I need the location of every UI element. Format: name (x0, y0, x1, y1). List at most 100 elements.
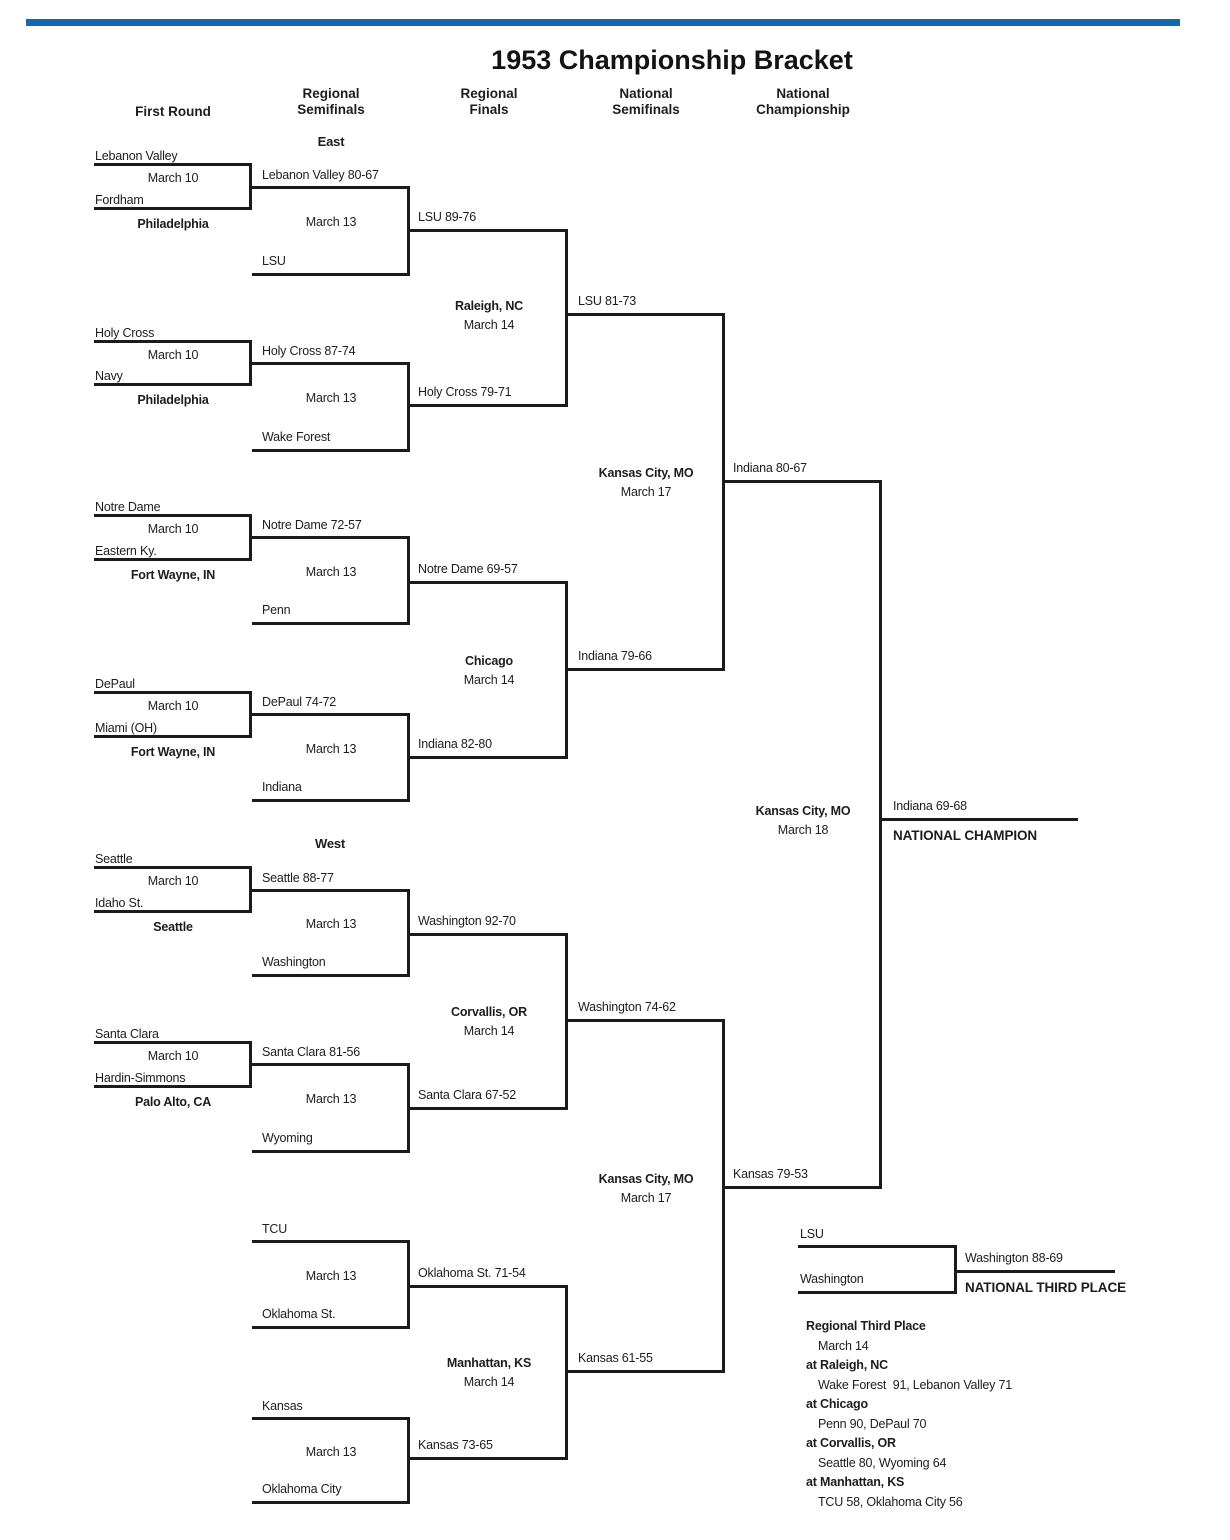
bracket-vline (954, 1245, 957, 1294)
column-header-regional-semifinals: Regional Semifinals (297, 86, 365, 118)
winner-line (568, 1370, 725, 1373)
game-date: March 14 (463, 673, 515, 687)
game-date: March 18 (777, 823, 829, 837)
bracket-hline (94, 558, 252, 561)
winner-line (410, 581, 568, 584)
bracket-hline (94, 910, 252, 913)
bracket-vline (407, 536, 410, 625)
team-label: Lebanon Valley (95, 149, 178, 163)
game-date: March 10 (147, 1049, 199, 1063)
top-blue-bar (26, 19, 1180, 26)
bracket-vline (407, 1240, 410, 1329)
game-date: March 13 (305, 1092, 357, 1106)
game-site: Seattle (153, 920, 193, 934)
game-date: March 10 (147, 171, 199, 185)
bracket-vline (565, 1285, 568, 1460)
winner-label: Indiana 82-80 (418, 737, 492, 751)
bracket-vline (407, 1417, 410, 1504)
team-label: Notre Dame (95, 500, 161, 514)
bracket-hline (94, 691, 252, 694)
winner-line (957, 1270, 1115, 1273)
team-label: Wake Forest (262, 430, 331, 444)
team-label: Wyoming (262, 1131, 313, 1145)
team-label: TCU (262, 1222, 288, 1236)
game-date: March 10 (147, 699, 199, 713)
team-label: Seattle (95, 852, 133, 866)
game-date: March 17 (620, 1191, 672, 1205)
game-site: Chicago (465, 654, 513, 668)
regional-third-place-site: at Raleigh, NC (806, 1358, 888, 1372)
bracket-hline (94, 207, 252, 210)
team-label: Holy Cross (95, 326, 155, 340)
game-date: March 13 (305, 1269, 357, 1283)
winner-line (410, 756, 568, 759)
winner-line (410, 1107, 568, 1110)
game-date: March 10 (147, 874, 199, 888)
winner-label: Washington 92-70 (418, 914, 516, 928)
game-date: March 10 (147, 348, 199, 362)
regional-third-place-result: TCU 58, Oklahoma City 56 (818, 1495, 963, 1509)
bracket-hline (252, 622, 410, 625)
bracket-vline (249, 514, 252, 561)
game-site: Fort Wayne, IN (130, 745, 216, 759)
winner-label: Kansas 79-53 (733, 1167, 808, 1181)
team-label: Indiana (262, 780, 302, 794)
national-third-place-caption: NATIONAL THIRD PLACE (965, 1280, 1126, 1295)
bracket-hline (94, 340, 252, 343)
game-date: March 13 (305, 215, 357, 229)
bracket-vline (407, 889, 410, 977)
bracket-hline (252, 1417, 410, 1420)
bracket-hline (252, 1501, 410, 1504)
game-date: March 14 (463, 1375, 515, 1389)
game-date: March 14 (463, 1024, 515, 1038)
bracket-hline (798, 1291, 957, 1294)
winner-line (568, 668, 725, 671)
bracket-hline (252, 536, 410, 539)
game-site: Philadelphia (137, 217, 209, 231)
bracket-hline (252, 273, 410, 276)
bracket-hline (94, 735, 252, 738)
bracket-hline (94, 514, 252, 517)
game-site: Fort Wayne, IN (130, 568, 216, 582)
team-label: Fordham (95, 193, 144, 207)
game-site: Kansas City, MO (598, 1172, 694, 1186)
bracket-hline (252, 799, 410, 802)
bracket-vline (565, 581, 568, 759)
team-label: Oklahoma City (262, 1482, 342, 1496)
winner-line (568, 313, 725, 316)
bracket-vline (407, 713, 410, 802)
bracket-hline (94, 383, 252, 386)
team-label: LSU (262, 254, 286, 268)
bracket-vline (722, 1019, 725, 1373)
bracket-vline (565, 229, 568, 407)
regional-third-place-site: at Chicago (806, 1397, 868, 1411)
winner-line (725, 1186, 882, 1189)
game-site: Kansas City, MO (755, 804, 851, 818)
team-label: Washington (800, 1272, 864, 1286)
bracket-vline (407, 1063, 410, 1153)
page-title: 1953 Championship Bracket (491, 45, 853, 75)
team-label: DePaul (95, 677, 135, 691)
team-label: LSU (800, 1227, 824, 1241)
winner-label: Indiana 69-68 (893, 799, 967, 813)
game-date: March 13 (305, 742, 357, 756)
bracket-vline (879, 480, 882, 1189)
winner-line (410, 933, 568, 936)
bracket-vline (249, 866, 252, 913)
winner-line (725, 480, 882, 483)
winner-line (410, 404, 568, 407)
team-label: Santa Clara (95, 1027, 159, 1041)
team-label: Hardin-Simmons (95, 1071, 186, 1085)
bracket-vline (565, 933, 568, 1110)
winner-label: Kansas 61-55 (578, 1351, 653, 1365)
regional-third-place-site: at Corvallis, OR (806, 1436, 896, 1450)
regional-third-place-result: Seattle 80, Wyoming 64 (818, 1456, 947, 1470)
winner-label: Holy Cross 79-71 (418, 385, 512, 399)
team-label: Lebanon Valley 80-67 (262, 168, 379, 182)
column-header-first-round: First Round (135, 104, 211, 119)
column-header-national-semifinals: National Semifinals (612, 86, 680, 118)
region-label-east: East (317, 134, 345, 149)
game-date: March 13 (305, 565, 357, 579)
team-label: Idaho St. (95, 896, 144, 910)
